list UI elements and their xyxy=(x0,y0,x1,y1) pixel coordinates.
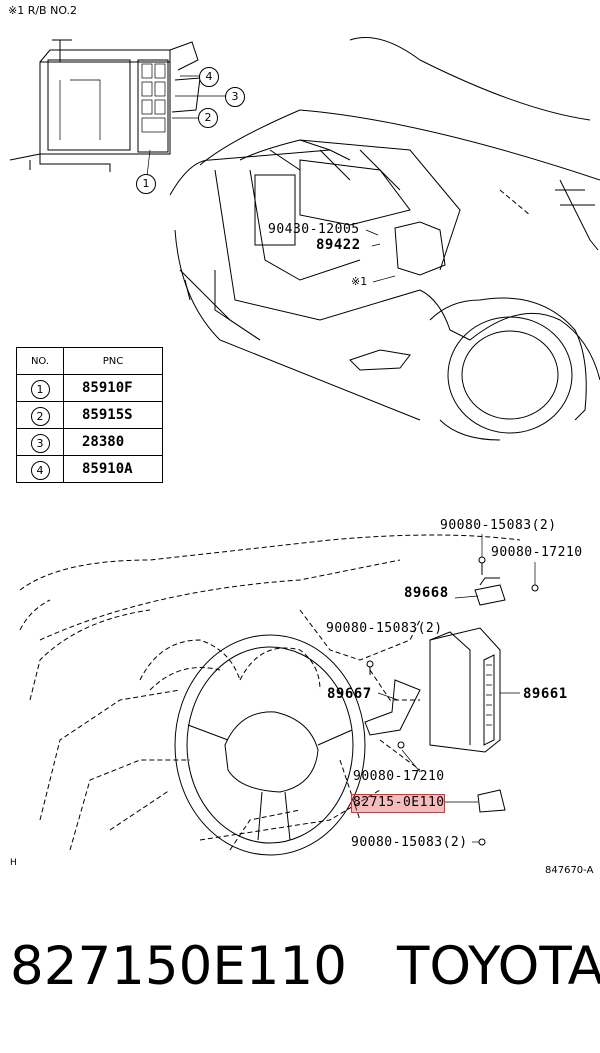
ref-mark-1: ※1 xyxy=(351,275,368,288)
callout-1: 1 xyxy=(136,174,156,194)
part-label-82715-0e110[interactable]: 82715-0E110 xyxy=(353,795,445,810)
pnc-value: 85910A xyxy=(63,455,163,483)
highlighted-part-box xyxy=(351,794,445,813)
table-row: 3 28380 xyxy=(16,428,163,456)
dashboard-illustration xyxy=(19,534,539,856)
pnc-table: NO. PNC 1 85910F 2 85915S 3 28380 4 8591… xyxy=(16,347,163,483)
relay-block-note: ※1 R/B NO.2 xyxy=(8,4,78,17)
callout-2: 2 xyxy=(198,108,218,128)
part-label-bolt-top: 90080-15083(2) xyxy=(440,518,557,533)
figure-id: 847670-A xyxy=(545,865,594,876)
table-row: 4 85910A xyxy=(16,455,163,483)
header-pnc: PNC xyxy=(63,347,163,375)
part-label-bolt-lower: 90080-17210 xyxy=(353,769,445,784)
header-no: NO. xyxy=(16,347,64,375)
part-label-89668: 89668 xyxy=(404,585,449,601)
part-label-89422: 89422 xyxy=(316,237,361,253)
part-label-bolt-bottom: 90080-15083(2) xyxy=(351,835,468,850)
callout-4: 4 xyxy=(199,67,219,87)
row-number: 3 xyxy=(30,433,50,453)
part-label-90430-12005: 90430-12005 xyxy=(268,222,360,237)
footer-brand: TOYOTA xyxy=(396,936,600,997)
relay-block-illustration xyxy=(9,39,226,177)
part-label-89667: 89667 xyxy=(327,686,372,702)
corner-mark: H xyxy=(10,858,17,868)
pnc-table-header: NO. PNC xyxy=(16,347,163,375)
part-label-bolt-top-right: 90080-17210 xyxy=(491,545,583,560)
row-number: 4 xyxy=(30,460,50,480)
pnc-value: 85910F xyxy=(63,374,163,402)
table-row: 2 85915S xyxy=(16,401,163,429)
part-label-89661: 89661 xyxy=(523,686,568,702)
footer-caption: 827150E110 TOYOTA xyxy=(10,936,600,997)
callout-3: 3 xyxy=(225,87,245,107)
pnc-value: 28380 xyxy=(63,428,163,456)
row-number: 1 xyxy=(30,379,50,399)
table-row: 1 85910F xyxy=(16,374,163,402)
row-number: 2 xyxy=(30,406,50,426)
footer-part-number: 827150E110 xyxy=(10,936,347,997)
pnc-value: 85915S xyxy=(63,401,163,429)
car-front-illustration xyxy=(169,37,600,441)
part-label-bolt-mid: 90080-15083(2) xyxy=(326,621,443,636)
